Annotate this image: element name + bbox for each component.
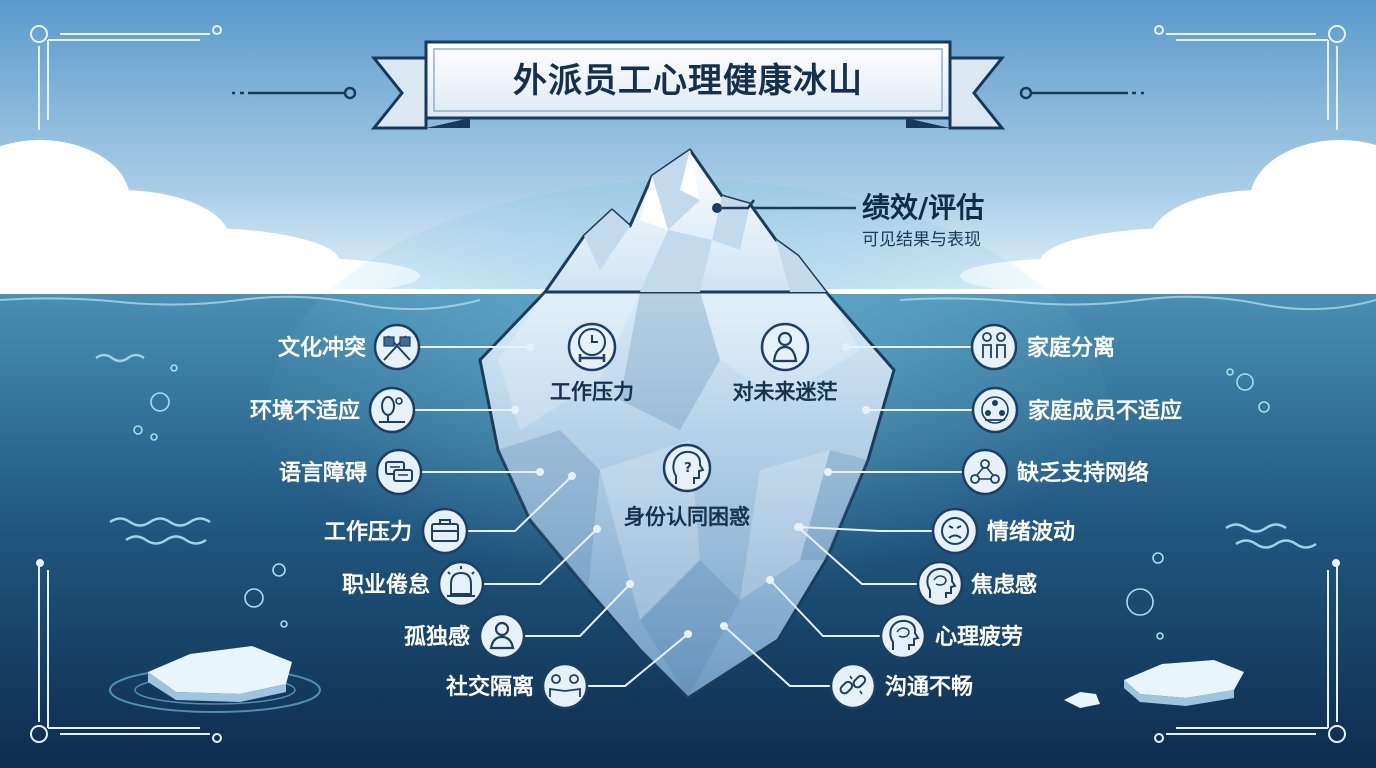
connector-right-7	[723, 625, 831, 687]
connectors	[414, 346, 973, 687]
connector-dot-left-6	[626, 580, 634, 588]
connector-left-7	[587, 633, 689, 687]
right-label-2: 家庭成员不适应	[1028, 398, 1182, 424]
inner-label-3: 身份认同困惑	[624, 505, 750, 529]
right-item-7: 沟通不畅	[829, 662, 973, 710]
left-item-4: 工作压力	[324, 507, 469, 555]
connector-dot-left-2	[511, 406, 519, 414]
left-label-5: 职业倦怠	[342, 572, 430, 598]
inner-item-2: 对未来迷茫	[733, 322, 838, 404]
question-head-icon: ?	[662, 443, 712, 493]
alarm-siren-icon	[437, 560, 485, 608]
connector-dot-right-6	[766, 576, 774, 584]
left-item-2: 环境不适应	[250, 386, 416, 434]
right-label-7: 沟通不畅	[885, 674, 973, 700]
connector-dot-right-7	[720, 622, 728, 630]
tip-subtitle: 可见结果与表现	[862, 230, 981, 250]
left-item-3: 语言障碍	[279, 448, 423, 496]
ice-floe-left	[109, 646, 321, 713]
left-items: 文化冲突 环境不适应 语言障碍	[250, 323, 589, 710]
left-label-7: 社交隔离	[446, 674, 534, 700]
connector-left-6	[524, 583, 631, 637]
crossed-flags-icon	[373, 323, 421, 371]
wave-left	[0, 295, 481, 311]
page-title: 外派员工心理健康冰山	[513, 61, 863, 101]
left-label-1: 文化冲突	[278, 335, 366, 361]
connector-dot-right-3	[824, 468, 832, 476]
right-item-6: 心理疲劳	[879, 612, 1023, 660]
sad-face-icon	[931, 507, 979, 555]
inner-label-2: 对未来迷茫	[733, 380, 838, 404]
iceberg-inner-items: 工作压力 对未来迷茫 ? 身份认同困惑	[550, 322, 838, 529]
right-label-5: 焦虑感	[970, 572, 1037, 598]
left-item-1: 文化冲突	[278, 323, 421, 371]
right-item-2: 家庭成员不适应	[971, 386, 1182, 434]
left-label-6: 孤独感	[404, 624, 470, 650]
left-item-6: 孤独感	[404, 612, 526, 660]
tip-title: 绩效/评估	[862, 191, 984, 224]
right-label-1: 家庭分离	[1027, 335, 1115, 361]
connector-dot-left-4	[568, 472, 576, 480]
right-label-3: 缺乏支持网络	[1017, 460, 1149, 486]
right-label-4: 情绪波动	[987, 519, 1075, 545]
tree-sun-icon	[368, 386, 416, 434]
bubbles	[133, 364, 1270, 640]
speech-bubbles-icon	[375, 448, 423, 496]
left-label-4: 工作压力	[324, 520, 412, 545]
right-item-4: 情绪波动	[931, 507, 1075, 555]
right-items: 家庭分离 家庭成员不适应 缺乏支持网络	[829, 323, 1182, 710]
tip-annotation: 绩效/评估 可见结果与表现	[712, 191, 984, 250]
left-item-7: 社交隔离	[446, 662, 589, 710]
connector-dot-left-1	[526, 343, 534, 351]
person-icon	[760, 322, 810, 372]
connector-dot-left-3	[536, 468, 544, 476]
left-item-5: 职业倦怠	[342, 560, 485, 608]
inner-item-1: 工作压力	[550, 322, 634, 404]
connector-dots	[511, 343, 870, 638]
cloud-right	[960, 140, 1376, 296]
broken-link-icon	[829, 662, 877, 710]
wave-right	[899, 295, 1376, 311]
family-icon	[970, 323, 1018, 371]
right-item-3: 缺乏支持网络	[961, 448, 1149, 496]
brain-head-icon	[916, 560, 964, 608]
inner-item-3: ? 身份认同困惑	[624, 443, 750, 529]
briefcase-icon	[421, 507, 469, 555]
left-label-3: 语言障碍	[279, 460, 367, 486]
svg-text:?: ?	[684, 461, 692, 476]
network-icon	[961, 448, 1009, 496]
right-item-1: 家庭分离	[970, 323, 1115, 371]
frame-ornaments	[30, 25, 1346, 743]
wave-squiggles	[95, 353, 1317, 549]
connector-dot-right-2	[862, 406, 870, 414]
connector-dot-left-7	[684, 630, 692, 638]
person-icon	[478, 612, 526, 660]
ice-floe-right	[1064, 660, 1244, 708]
connector-dot-right-5	[794, 523, 802, 531]
brain-head-icon	[879, 612, 927, 660]
family-circle-icon	[971, 386, 1019, 434]
right-label-6: 心理疲劳	[935, 624, 1023, 650]
connector-dot-left-5	[593, 525, 601, 533]
left-label-2: 环境不适应	[250, 398, 360, 424]
people-hands-icon	[541, 662, 589, 710]
clock-dumbbell-icon	[567, 322, 617, 372]
connector-left-4	[467, 475, 573, 532]
connector-right-5	[797, 526, 918, 585]
connector-left-5	[483, 528, 598, 585]
inner-label-1: 工作压力	[550, 380, 634, 404]
connector-dot-right-1	[842, 343, 850, 351]
right-item-5: 焦虑感	[916, 560, 1037, 608]
title-banner: 外派员工心理健康冰山	[232, 40, 1144, 130]
connector-right-4	[799, 526, 933, 532]
connector-right-6	[769, 579, 881, 637]
